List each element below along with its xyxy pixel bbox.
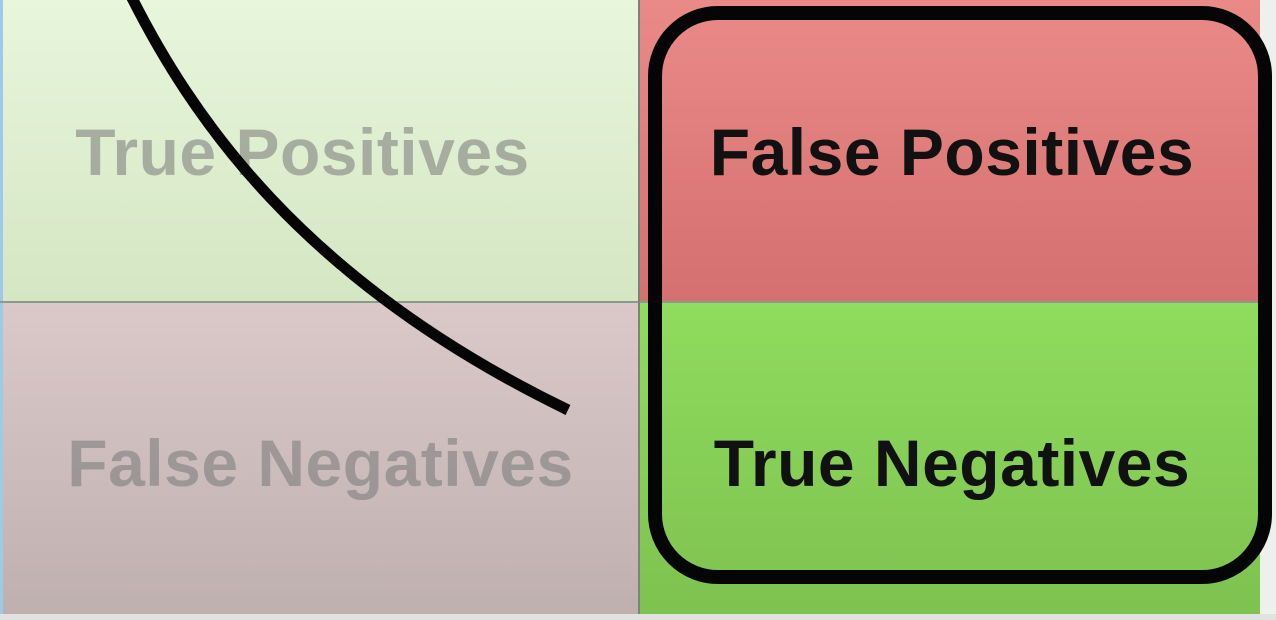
true-positives-cell: True Positives xyxy=(0,0,638,303)
false-negatives-label: False Negatives xyxy=(67,425,574,500)
true-negatives-label: True Negatives xyxy=(713,425,1191,500)
bottom-edge-margin xyxy=(0,614,1276,620)
false-negatives-cell: False Negatives xyxy=(0,303,638,614)
horizontal-divider xyxy=(0,301,1260,303)
right-edge-margin xyxy=(1260,0,1276,620)
vertical-divider xyxy=(638,0,640,614)
true-negatives-cell: True Negatives xyxy=(640,303,1260,614)
false-positives-label: False Positives xyxy=(709,114,1195,189)
true-positives-label: True Positives xyxy=(75,114,530,189)
false-positives-cell: False Positives xyxy=(640,0,1260,303)
